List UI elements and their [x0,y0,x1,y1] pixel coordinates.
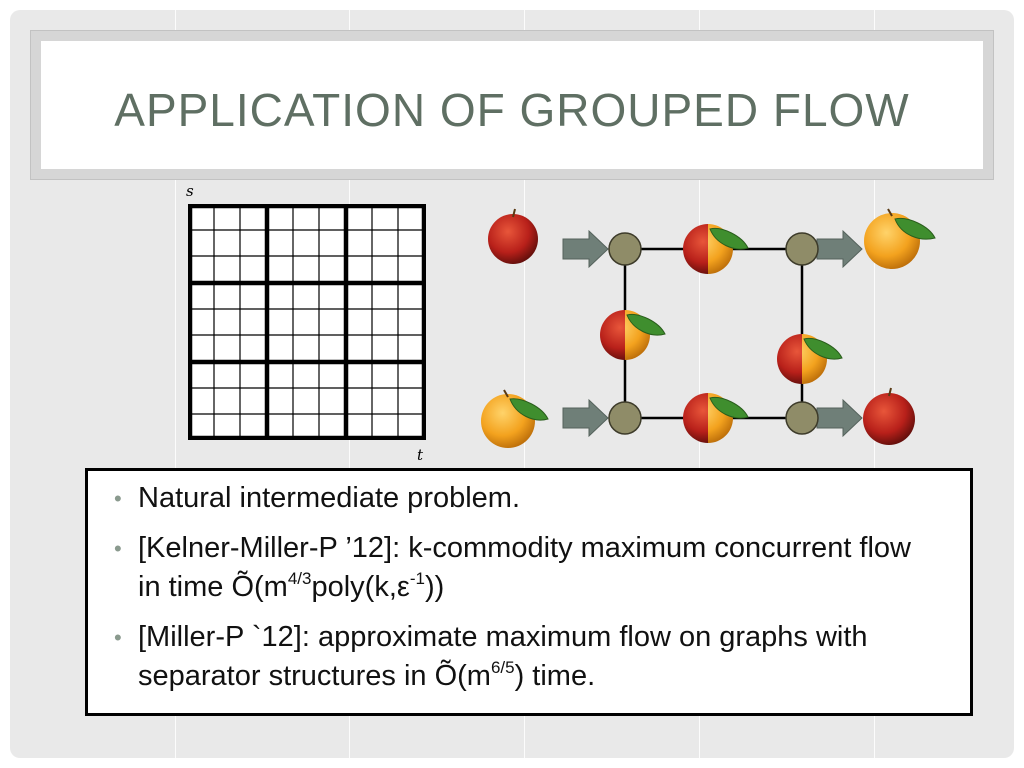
flow-nodes [608,232,819,435]
grouped-flow-figure [481,208,936,448]
bullet-dot-icon: • [114,486,122,511]
grid-graph [188,204,426,440]
bullet-box: • Natural intermediate problem. • [Kelne… [85,468,973,716]
source-label: s [186,182,194,200]
orange-icon [864,208,936,269]
apple-icon [863,387,915,445]
background-line [874,10,875,758]
node-circle [608,401,642,435]
background-line [699,10,700,758]
bullet-dot-icon: • [114,625,122,650]
half-apple-half-orange-icon [683,224,749,274]
slide-title: APPLICATION OF GROUPED FLOW [114,84,910,136]
bullet-text: [Kelner-Miller-P ’12]: k-commodity maxim… [138,532,912,603]
sink-label: t [417,446,424,464]
orange-icon [481,389,549,448]
node-circle [608,232,642,266]
grid-thick-lines [188,204,426,440]
background-line [175,10,176,758]
node-circle [785,401,819,435]
title-frame: APPLICATION OF GROUPED FLOW [30,30,994,180]
grid-thin-lines [188,204,426,440]
arrow-icon [562,229,863,438]
bullet-text: Natural intermediate problem. [138,482,521,514]
apple-icon [488,208,538,264]
bullet-text: [Miller-P `12]: approximate maximum flow… [138,621,868,692]
half-apple-half-orange-icon [683,393,749,443]
half-apple-half-orange-icon [600,310,666,360]
node-circle [785,232,819,266]
slide: APPLICATION OF GROUPED FLOW s t [10,10,1014,758]
half-apple-half-orange-icon [777,334,843,384]
background-line [524,10,525,758]
title-box: APPLICATION OF GROUPED FLOW [41,41,983,169]
bullet-dot-icon: • [114,536,122,561]
